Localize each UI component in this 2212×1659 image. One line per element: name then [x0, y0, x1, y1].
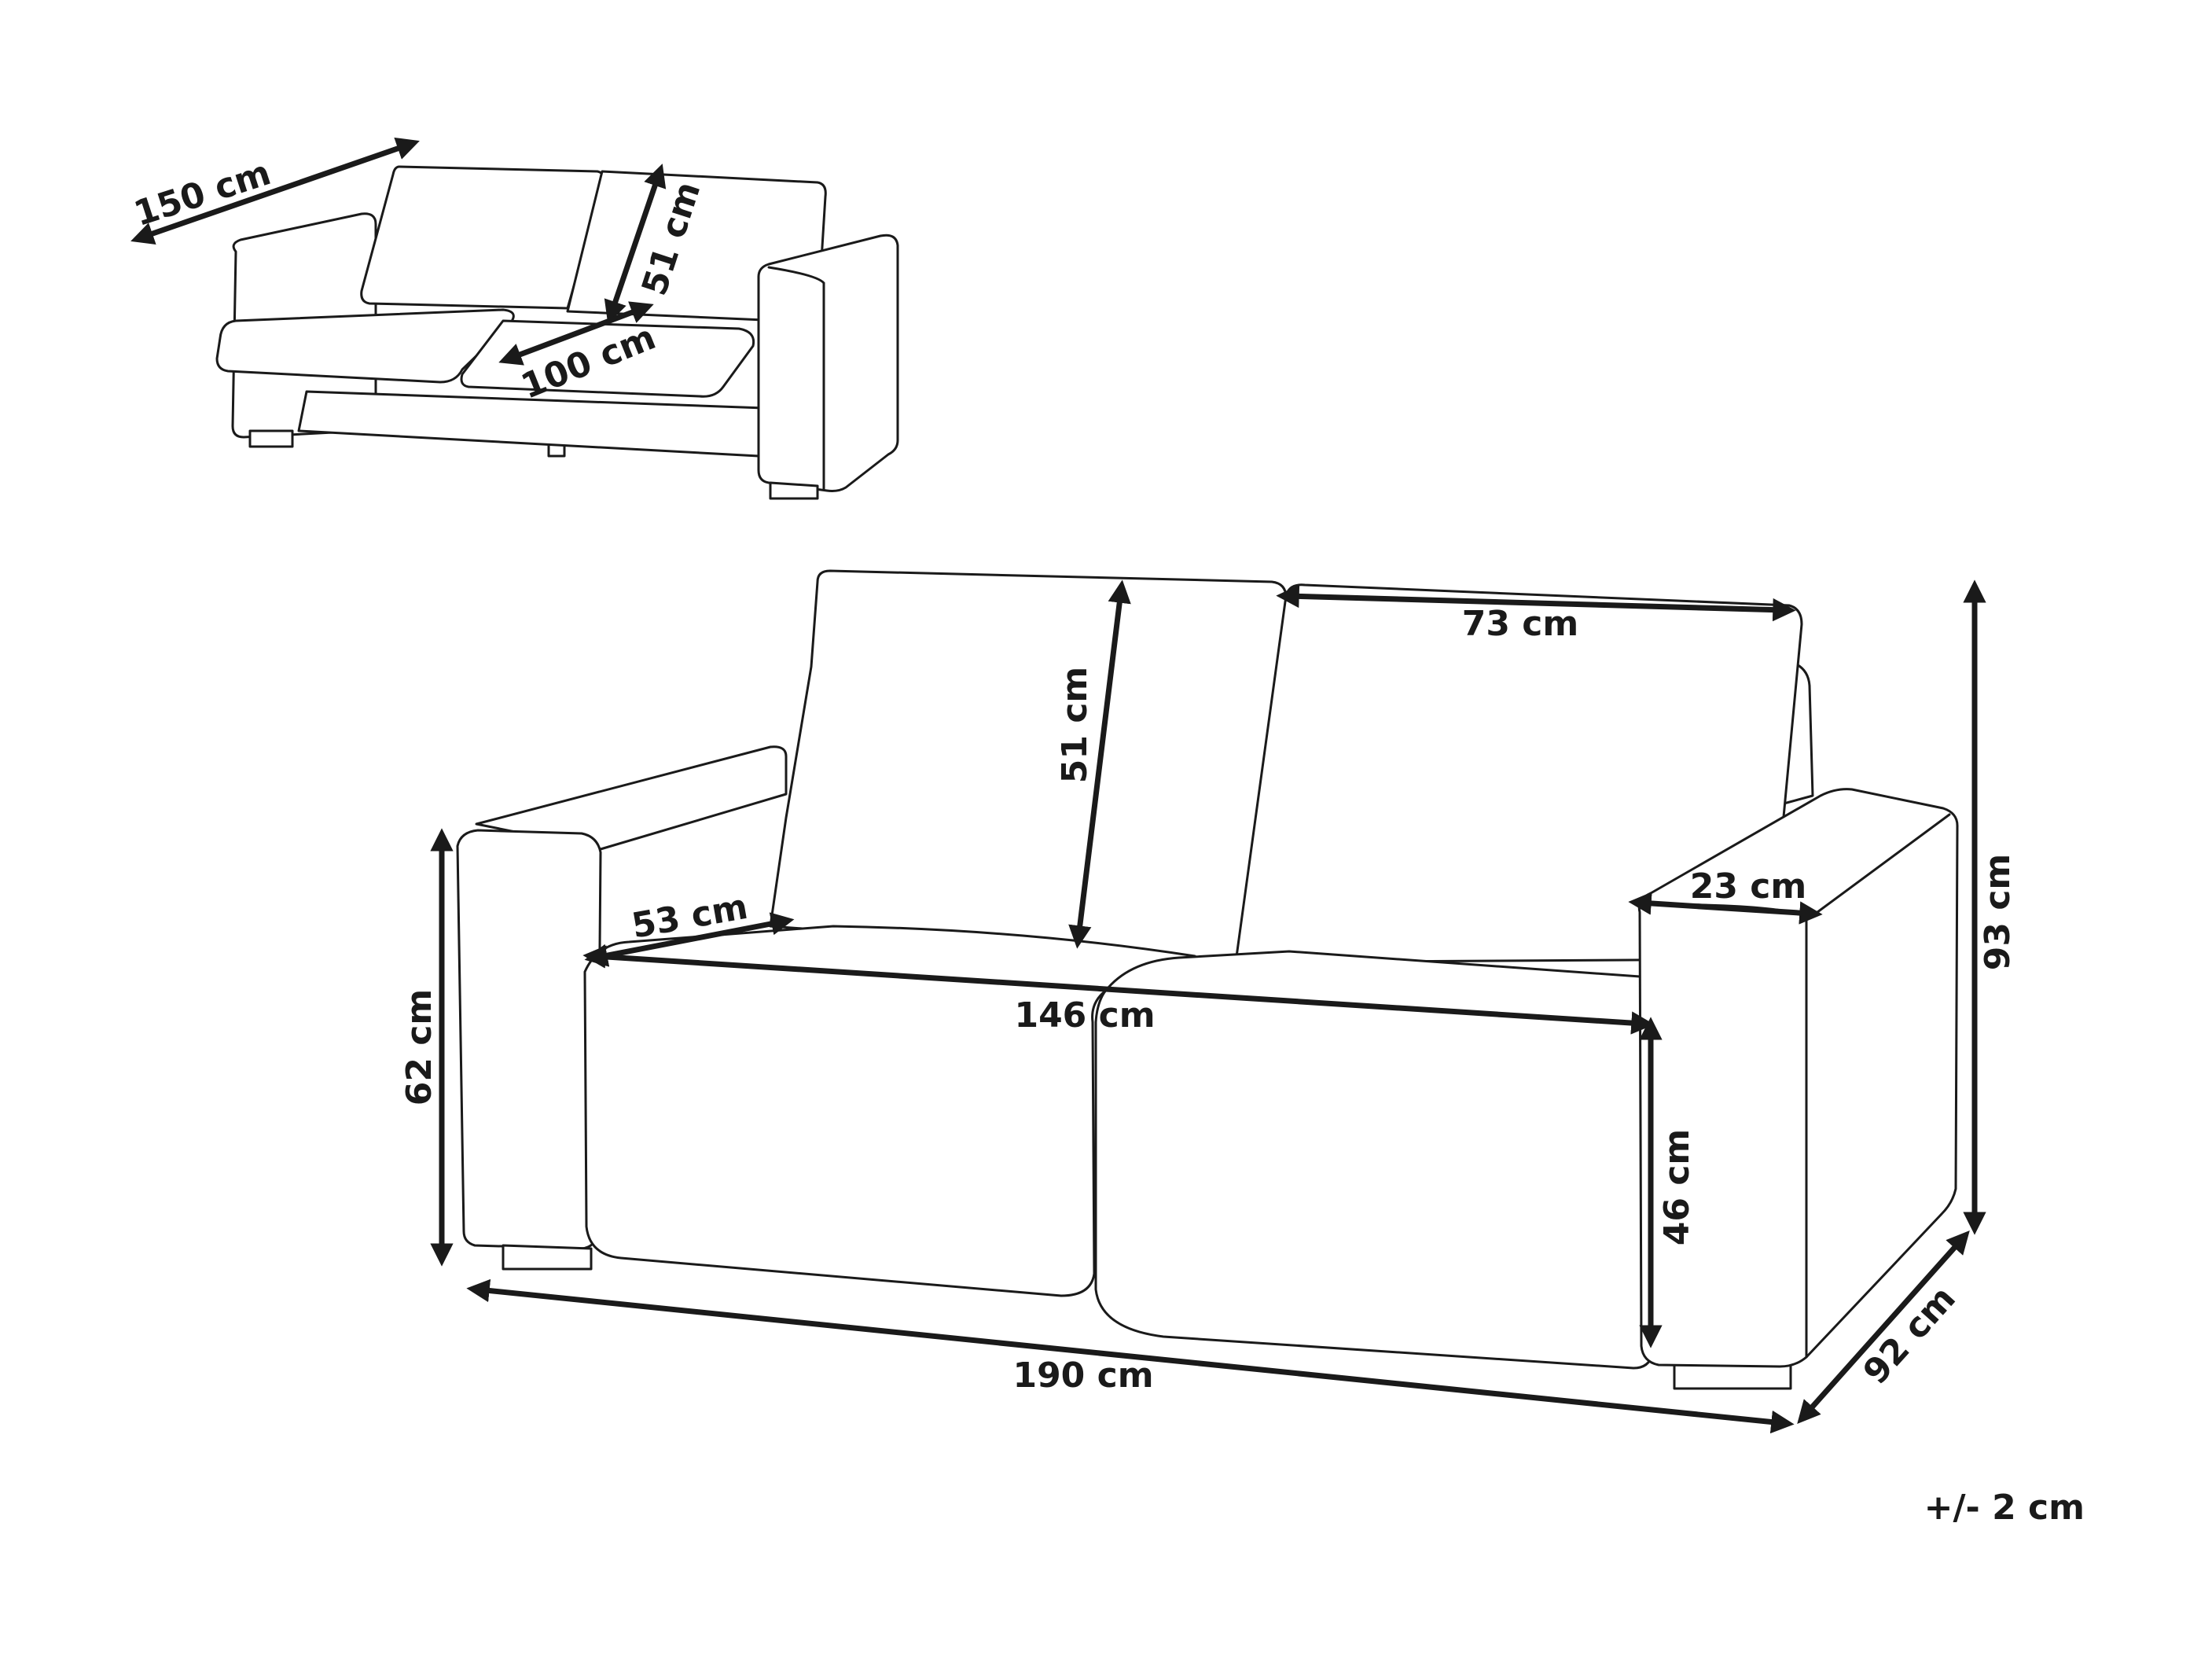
dim-seat-width: [582, 945, 1655, 1035]
sofa-seat-cushion-right: [1094, 950, 1654, 1370]
dim-backrest-height: [1068, 579, 1131, 949]
sofa-back-cushion-left: [769, 569, 1288, 962]
dim-total-width: [466, 1278, 1795, 1434]
sofa-left-armrest-top: [475, 745, 788, 851]
total-width-label: 190 cm: [1012, 1356, 1153, 1396]
armrest-height-label: 62 cm: [399, 989, 439, 1105]
sofa-bed-leg-left: [248, 429, 294, 448]
backrest-height-label: 51 cm: [1055, 667, 1095, 783]
dim-cushion-width: [1276, 584, 1796, 622]
sofa-illustration: [456, 569, 1959, 1390]
cushion-width-label: 73 cm: [1462, 604, 1578, 644]
dim-total-depth: [1797, 1230, 1970, 1424]
sofa-bed-right-armrest: [757, 234, 899, 492]
total-height-label: 93 cm: [1978, 854, 2018, 970]
dim-armrest-width: [1628, 892, 1823, 925]
sofa-leg-left: [502, 1244, 593, 1271]
seat-height-label: 46 cm: [1657, 1129, 1697, 1245]
sofa-bed-back-cushion-left: [360, 165, 605, 310]
sofa-bed-dimension-lines: [130, 137, 667, 366]
sofa-bed-width-label: 150 cm: [129, 153, 275, 234]
tolerance-note: +/- 2 cm: [1924, 1488, 2085, 1528]
sofa-bed-leg-right: [769, 481, 819, 500]
sofa-dimension-lines: [430, 579, 1986, 1434]
armrest-width-label: 23 cm: [1690, 866, 1806, 907]
sofa-bed-cushion-left: [215, 308, 515, 384]
seat-width-label: 146 cm: [1014, 995, 1155, 1035]
sofa-left-armrest: [456, 829, 602, 1250]
sofa-bed-illustration: [215, 165, 899, 500]
